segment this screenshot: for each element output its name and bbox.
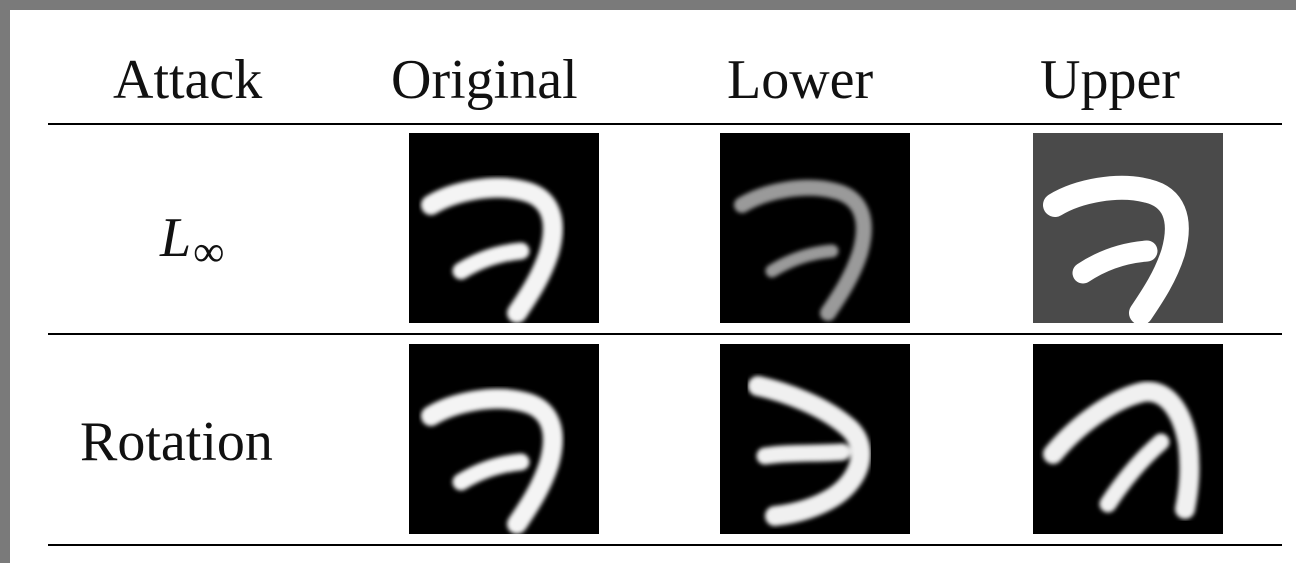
row-label-linf: L∞ — [160, 207, 225, 276]
row-label-rotation: Rotation — [80, 411, 273, 473]
header-original: Original — [391, 49, 578, 111]
linf-lower-image — [720, 133, 910, 323]
rotation-upper-image — [1033, 344, 1223, 534]
rotation-original-image — [409, 344, 599, 534]
table-middle-rule — [48, 333, 1282, 335]
header-attack: Attack — [113, 49, 263, 111]
table-bottom-rule — [48, 544, 1282, 546]
row-label-linf-main: L — [160, 207, 192, 269]
header-lower: Lower — [727, 49, 874, 111]
rotation-lower-image — [720, 344, 910, 534]
frame-top-border — [0, 0, 1296, 10]
row-label-linf-subscript: ∞ — [193, 227, 225, 276]
linf-original-image — [409, 133, 599, 323]
linf-upper-image — [1033, 133, 1223, 323]
header-upper: Upper — [1040, 49, 1180, 111]
frame-left-border — [0, 0, 10, 563]
table-top-rule — [48, 123, 1282, 125]
